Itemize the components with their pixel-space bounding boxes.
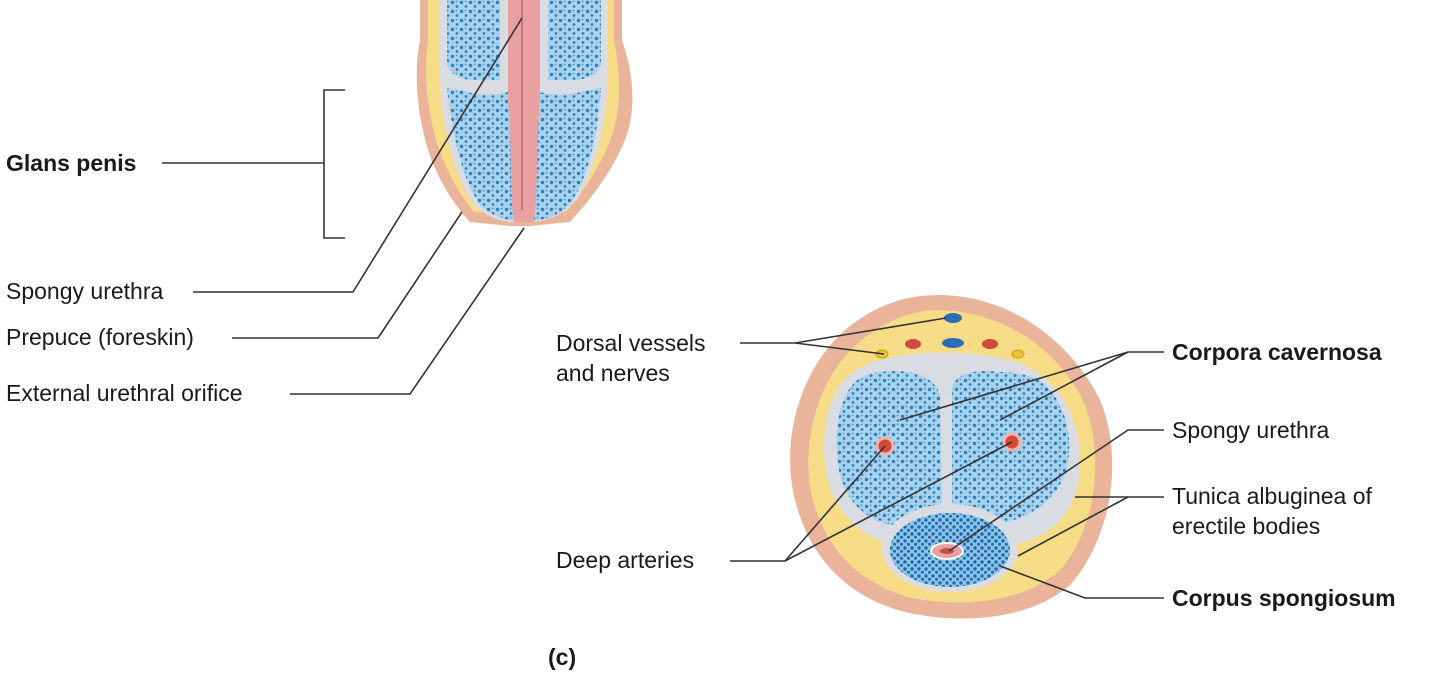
label-spongy-urethra-left: Spongy urethra bbox=[6, 278, 164, 304]
label-deep-arteries: Deep arteries bbox=[556, 547, 695, 573]
label-external-urethral-orifice: External urethral orifice bbox=[6, 380, 243, 406]
spongy-urethra-longitudinal bbox=[508, 0, 540, 222]
cross-section bbox=[790, 295, 1113, 619]
panel-label: (c) bbox=[548, 644, 577, 670]
corpus-cavernosum-left bbox=[447, 0, 500, 80]
label-tunica-albuginea-line2: erectile bodies bbox=[1172, 513, 1321, 539]
deep-dorsal-vein bbox=[942, 338, 964, 348]
dorsal-nerve-right bbox=[1011, 349, 1025, 359]
label-prepuce: Prepuce (foreskin) bbox=[6, 324, 194, 350]
label-glans-penis: Glans penis bbox=[6, 150, 137, 176]
glans-erectile-left bbox=[447, 88, 514, 220]
leader-lines bbox=[162, 17, 1164, 599]
dorsal-artery-right bbox=[982, 339, 998, 349]
corpus-cavernosum-right bbox=[548, 0, 601, 80]
dorsal-vein bbox=[944, 313, 962, 323]
glans-erectile-right bbox=[534, 88, 601, 220]
label-dorsal-vessels-line2: and nerves bbox=[556, 360, 670, 386]
label-tunica-albuginea: Tunica albuginea of bbox=[1172, 483, 1372, 509]
glans-bracket bbox=[323, 89, 345, 239]
label-dorsal-vessels: Dorsal vessels bbox=[556, 330, 706, 356]
dorsal-artery-left bbox=[905, 339, 921, 349]
label-corpora-cavernosa: Corpora cavernosa bbox=[1172, 339, 1382, 365]
longitudinal-section bbox=[416, 0, 633, 226]
label-spongy-urethra-right: Spongy urethra bbox=[1172, 417, 1330, 443]
label-corpus-spongiosum: Corpus spongiosum bbox=[1172, 585, 1396, 611]
